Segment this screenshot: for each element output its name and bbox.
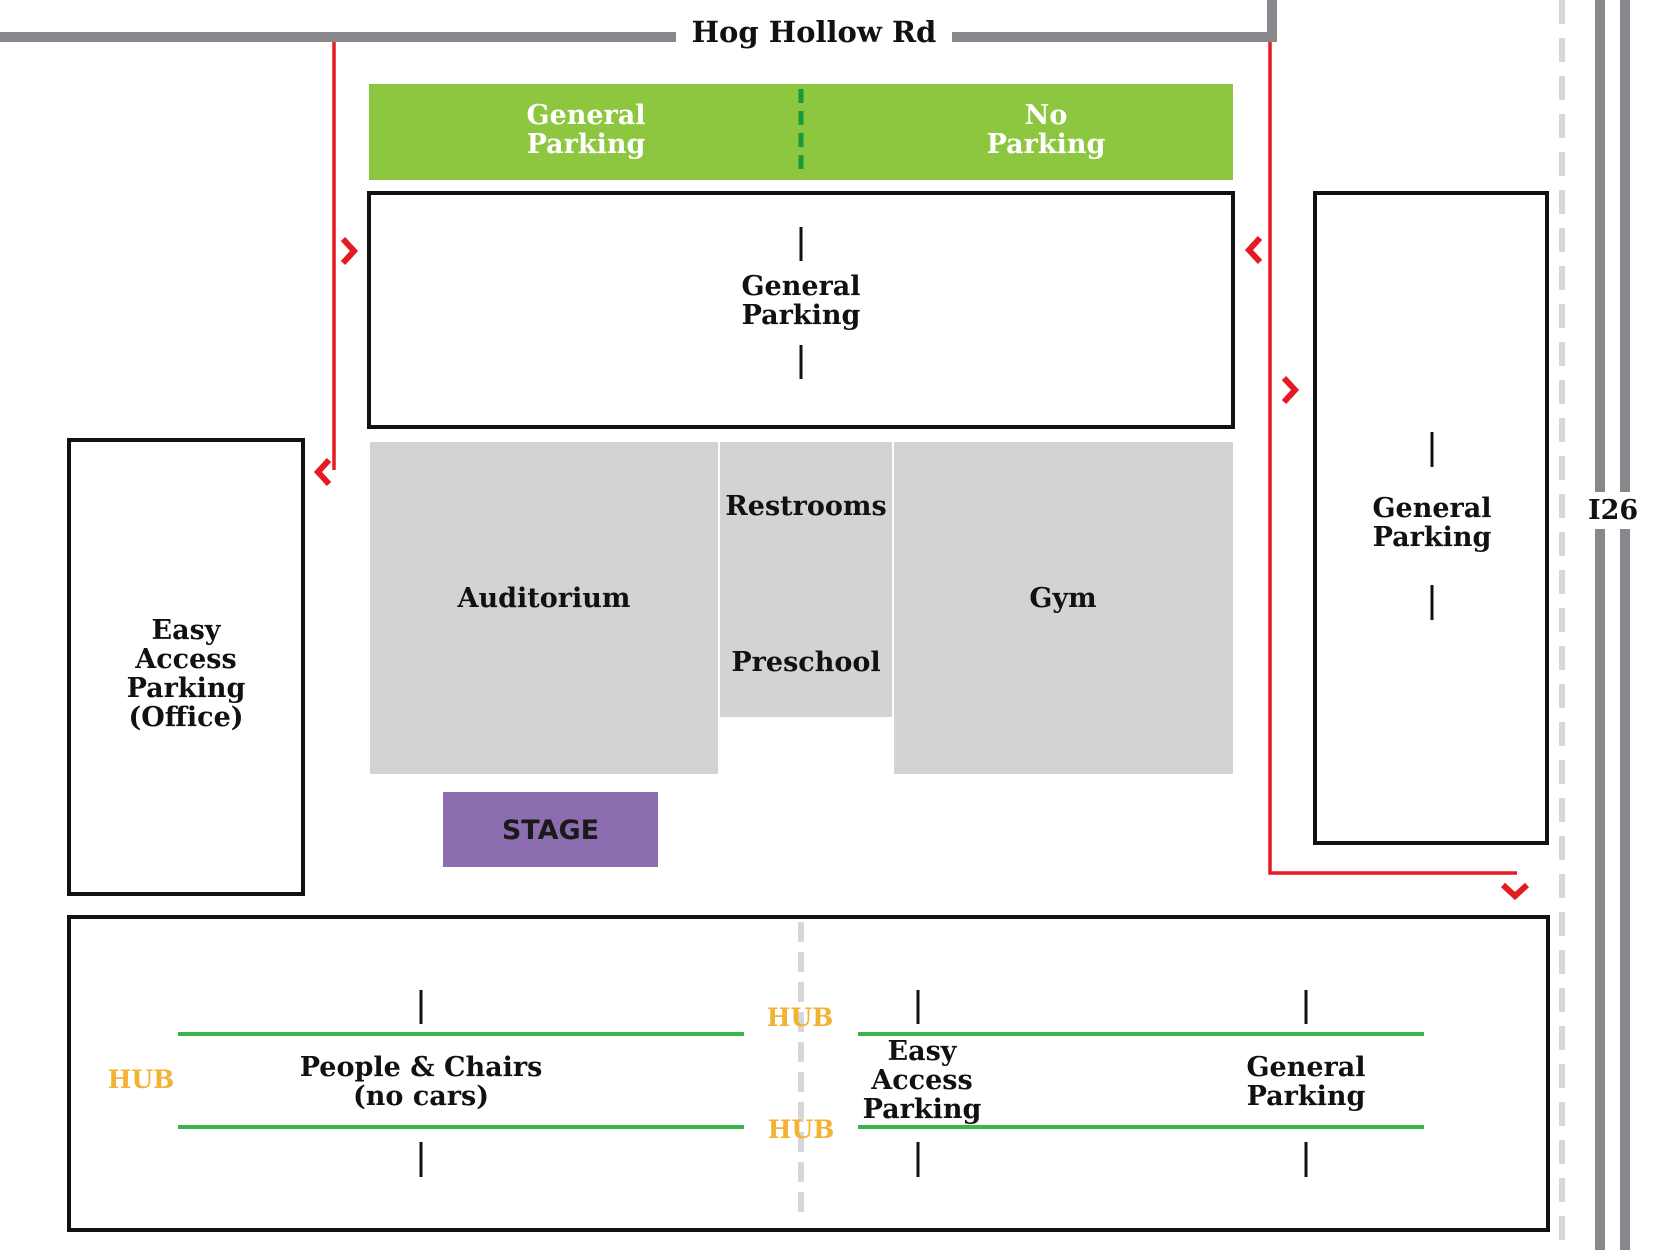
south-middle-label: Easy Access Parking <box>862 1036 982 1125</box>
gym-building <box>894 442 1233 774</box>
hub-label-center-bottom: HUB <box>767 1115 835 1144</box>
south-lot <box>67 915 1550 1232</box>
road-label-hog-hollow: Hog Hollow Rd <box>676 18 952 47</box>
preschool-label: Preschool <box>731 647 881 678</box>
south-lot-stall-ticks <box>419 990 1308 1177</box>
stage-label: STAGE <box>501 815 600 846</box>
auditorium-building <box>370 442 718 774</box>
chevron-icon <box>1244 235 1263 265</box>
hub-label-west: HUB <box>107 1065 175 1094</box>
north-lot <box>367 191 1235 429</box>
south-right-label: General Parking <box>1246 1052 1366 1112</box>
chevron-icon <box>340 236 359 266</box>
west-lot-label: Easy Access Parking (Office) <box>126 615 246 733</box>
roads <box>0 0 1630 1250</box>
gym-label: Gym <box>1029 583 1097 614</box>
route-arrows <box>313 235 1530 901</box>
south-left-label: People & Chairs (no cars) <box>299 1052 543 1112</box>
west-lot <box>67 438 305 896</box>
chevron-icon <box>1281 375 1300 405</box>
restrooms-preschool-building <box>720 442 892 717</box>
east-lot-label: General Parking <box>1372 493 1492 553</box>
top-strip-right-label: No Parking <box>986 100 1106 160</box>
stage-block <box>443 792 658 867</box>
restrooms-label: Restrooms <box>725 491 887 522</box>
east-route <box>1268 42 1517 875</box>
top-strip-left-label: General Parking <box>526 100 646 160</box>
auditorium-label: Auditorium <box>457 583 631 614</box>
road-label-highway: I26 <box>1588 492 1638 529</box>
east-lot <box>1313 191 1549 845</box>
chevron-icon <box>313 457 332 487</box>
hog-hollow-road <box>0 0 1277 42</box>
hub-label-center-top: HUB <box>766 1003 834 1032</box>
traffic-routes <box>332 42 1517 875</box>
chevron-icon <box>1500 882 1530 901</box>
north-lot-label: General Parking <box>741 271 861 331</box>
